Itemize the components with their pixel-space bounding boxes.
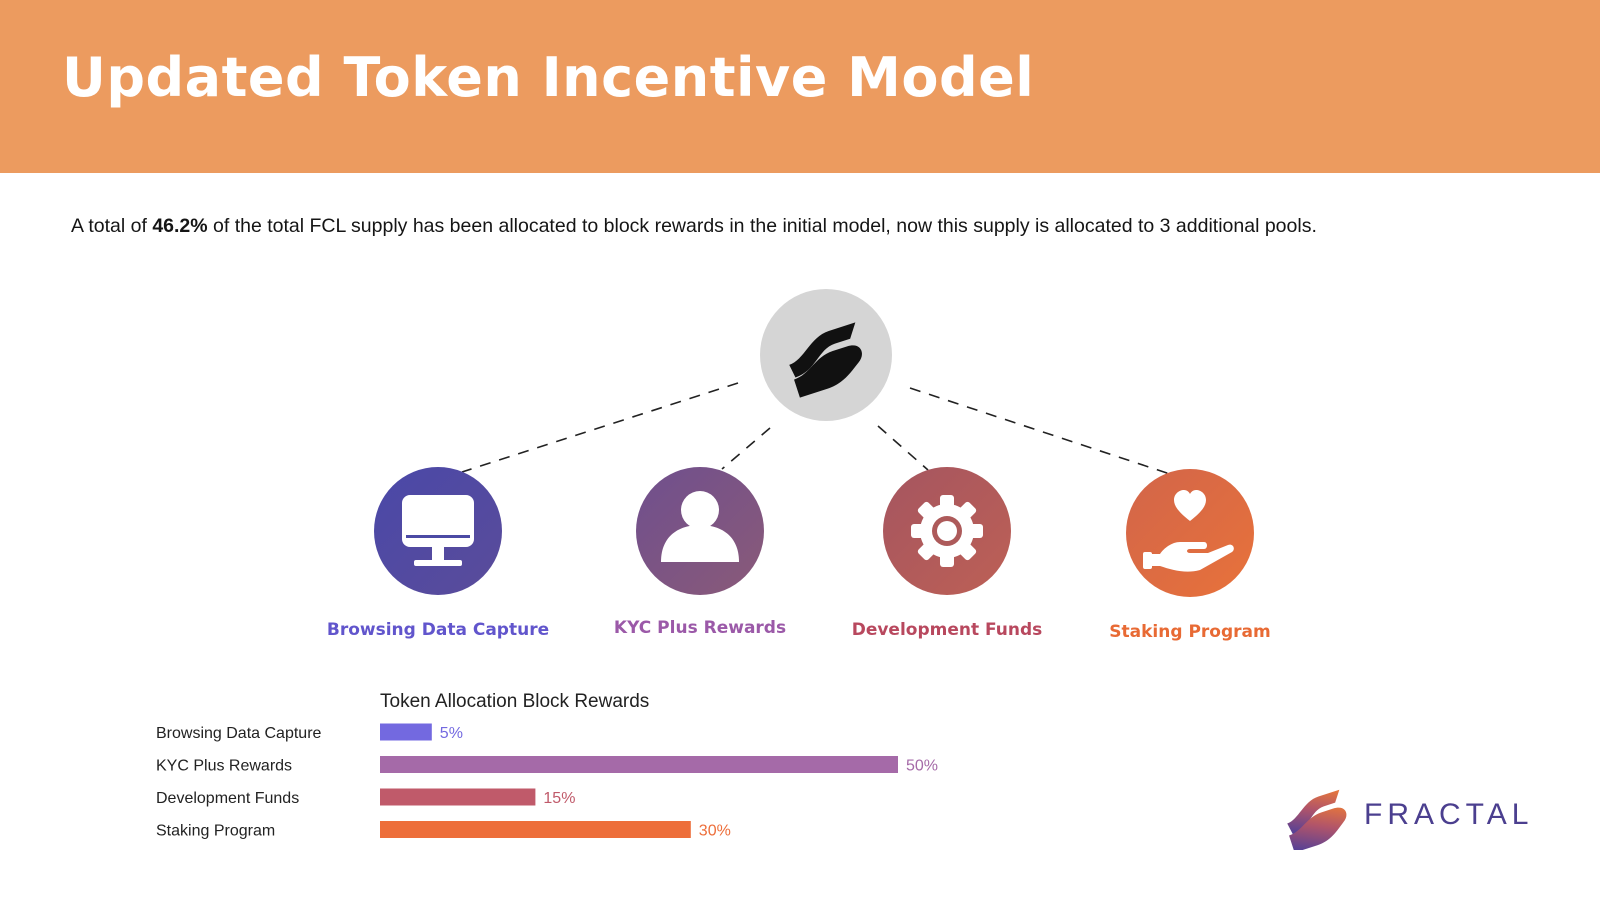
fractal-logo-icon <box>1287 789 1347 850</box>
connector-lines <box>461 382 1171 475</box>
bar-value-label: 5% <box>440 725 463 742</box>
center-hub <box>760 289 892 421</box>
pool-staking <box>1126 469 1254 597</box>
intro-suffix: of the total FCL supply has been allocat… <box>207 215 1317 237</box>
bar <box>380 723 432 741</box>
bar <box>380 756 898 773</box>
pool-label-staking: Staking Program <box>1109 622 1271 642</box>
pool-label-browsing: Browsing Data Capture <box>326 620 550 640</box>
connector-kyc <box>721 427 771 470</box>
connector-staking <box>909 387 1171 475</box>
intro-prefix: A total of <box>71 215 153 237</box>
header-banner: Updated Token Incentive Model <box>0 0 1600 173</box>
connector-browsing <box>461 382 739 473</box>
bar-value-label: 50% <box>906 758 938 775</box>
pool-browsing <box>374 467 502 595</box>
page-title: Updated Token Incentive Model <box>62 46 1035 109</box>
pool-label-dev: Development Funds <box>851 620 1043 640</box>
bar-category-label: Browsing Data Capture <box>156 725 322 742</box>
bar-category-label: KYC Plus Rewards <box>156 758 292 775</box>
heart-hand-icon <box>1143 490 1234 572</box>
brand-name: FRACTAL <box>1364 798 1534 831</box>
fractal-logo-icon <box>789 322 862 398</box>
bar-value-label: 15% <box>543 790 575 807</box>
bar <box>380 821 691 838</box>
pool-dev <box>883 467 1011 595</box>
pool-kyc <box>636 467 764 595</box>
monitor-icon <box>402 495 474 566</box>
intro-highlight: 46.2% <box>152 215 208 237</box>
pool-label-kyc: KYC Plus Rewards <box>613 618 787 638</box>
chart-title: Token Allocation Block Rewards <box>380 691 650 712</box>
intro-text: A total of 46.2% of the total FCL supply… <box>71 215 1317 238</box>
user-icon <box>661 491 739 562</box>
bar-category-label: Staking Program <box>156 823 275 840</box>
bar-category-label: Development Funds <box>156 790 299 807</box>
bar-value-label: 30% <box>699 823 731 840</box>
gear-icon <box>911 495 983 567</box>
bar <box>380 788 536 806</box>
